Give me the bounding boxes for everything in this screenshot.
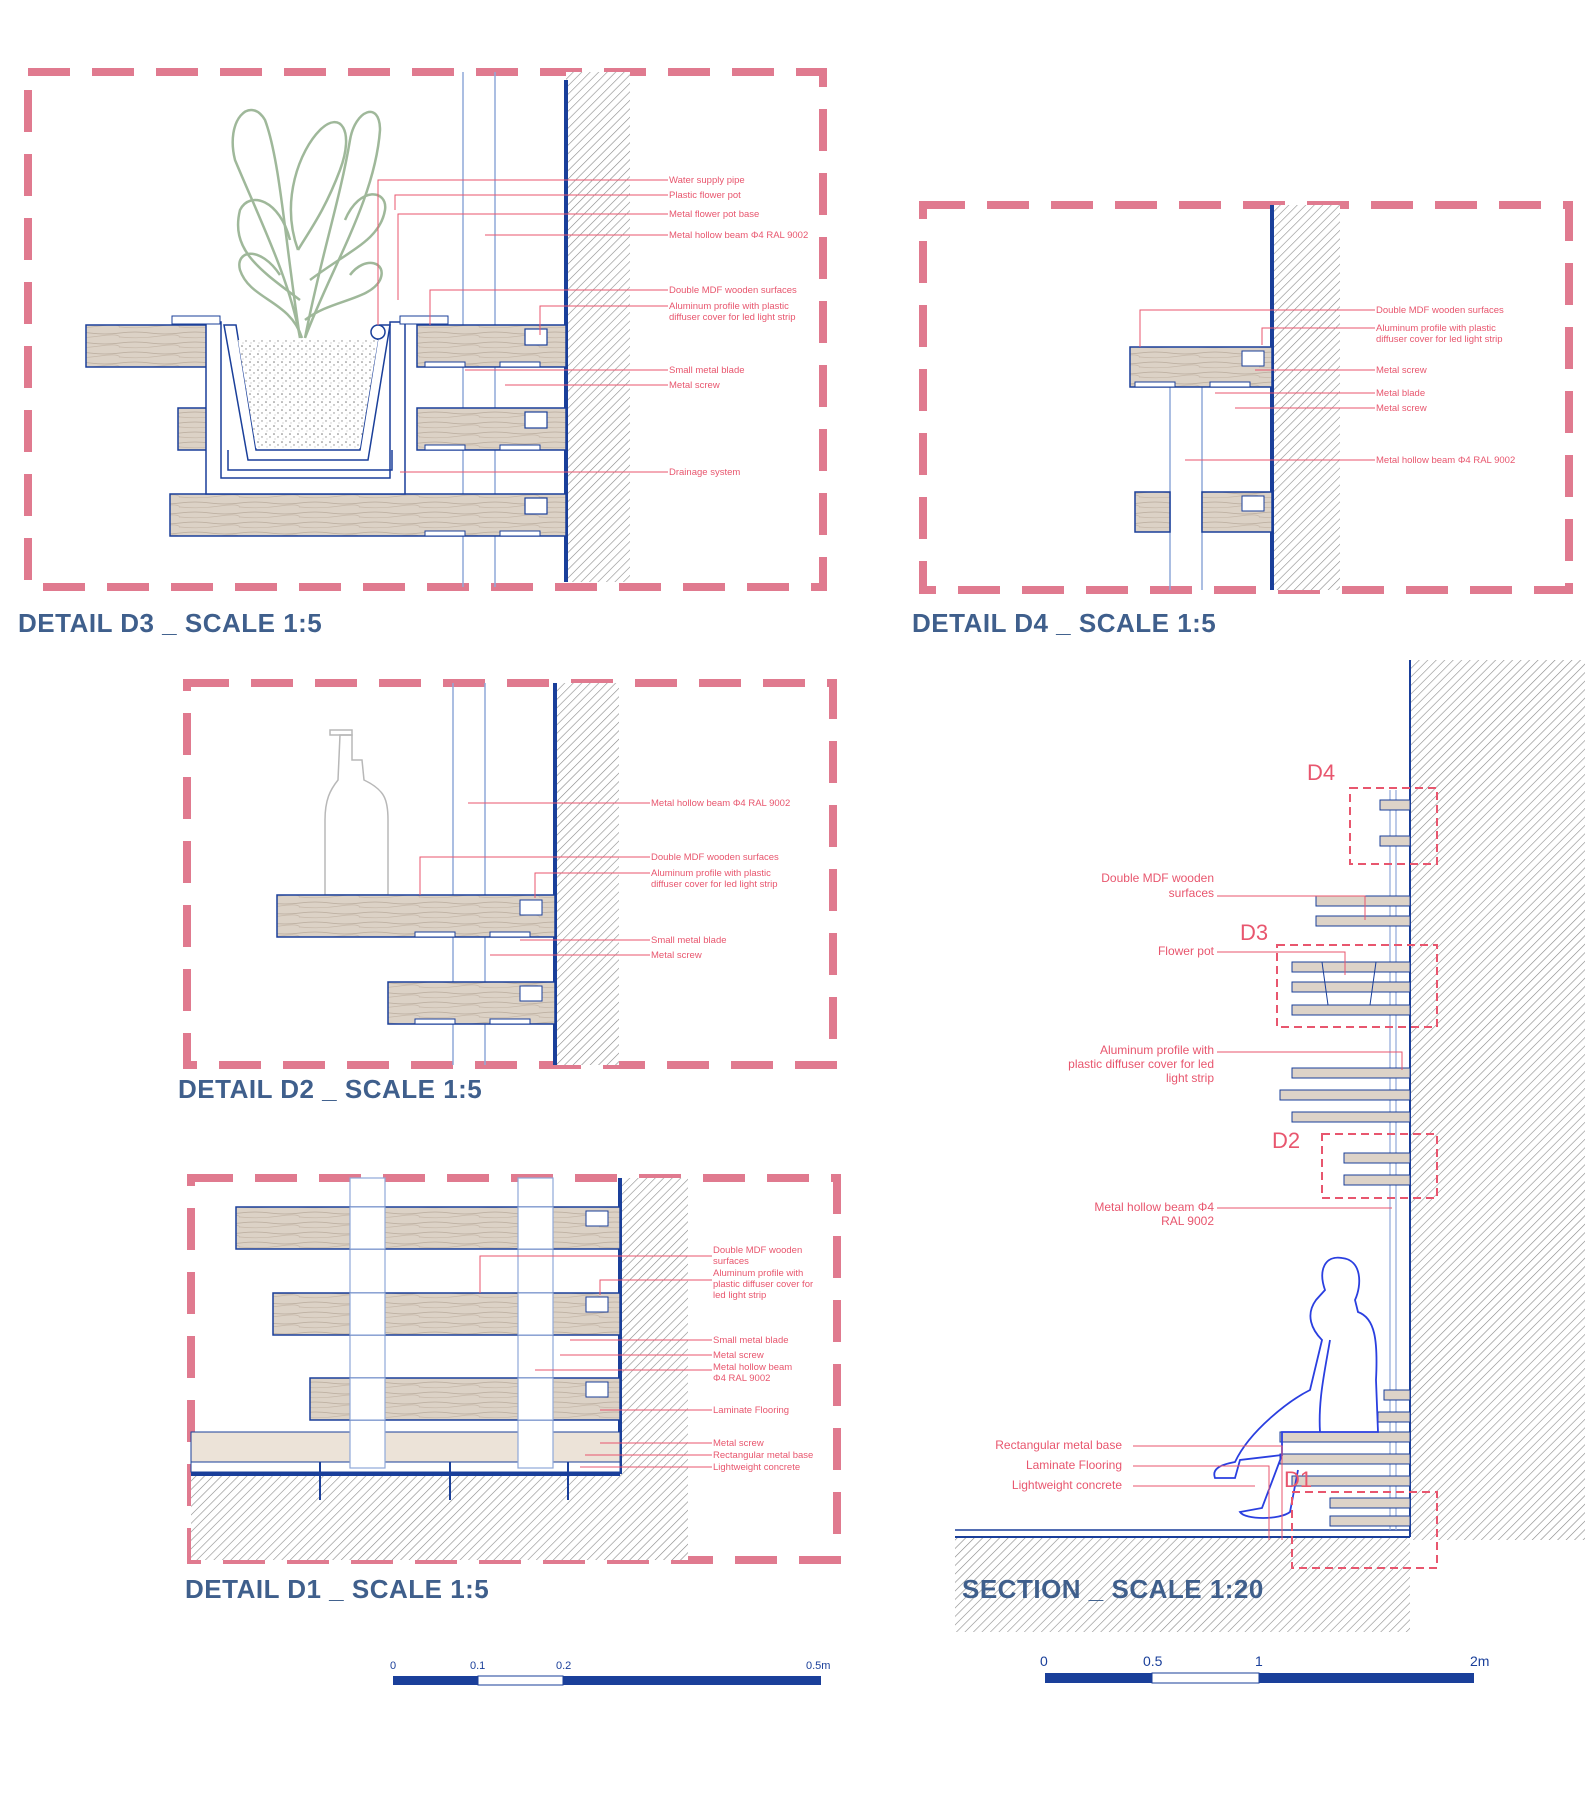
marker-d2: D2 (1272, 1128, 1300, 1153)
section-label: Laminate Flooring (1026, 1458, 1122, 1472)
d1-label: led light strip (713, 1290, 766, 1301)
d1-label: Laminate Flooring (713, 1405, 789, 1416)
d1-label: Metal hollow beam (713, 1362, 792, 1373)
d1-label: Metal screw (713, 1438, 764, 1449)
scale-tick: 2m (1470, 1653, 1489, 1669)
section-label: Rectangular metal base (995, 1438, 1122, 1452)
d3-label: Aluminum profile with plastic (669, 301, 789, 312)
d2-shelf-top (276, 894, 556, 938)
d3-shelf-top-left (85, 324, 217, 368)
marker-d3: D3 (1240, 920, 1268, 945)
detail-d3: Water supply pipe Plastic flower pot Met… (24, 68, 827, 591)
section-drawing: D4 D3 D2 D1 Double MDF wooden surfaces F… (955, 660, 1585, 1632)
d1-label: Φ4 RAL 9002 (713, 1373, 770, 1384)
d3-label: Metal hollow beam Φ4 RAL 9002 (669, 230, 808, 241)
d2-frame (183, 679, 837, 1069)
marker-d4: D4 (1307, 760, 1335, 785)
d4-label: diffuser cover for led light strip (1376, 334, 1503, 345)
d1-label: Lightweight concrete (713, 1462, 800, 1473)
detail-d1: Double MDF wooden surfaces Aluminum prof… (187, 1174, 841, 1564)
section-label: Flower pot (1158, 944, 1215, 958)
scale-tick: 0.2 (556, 1660, 571, 1672)
d4-label: Aluminum profile with plastic (1376, 323, 1496, 334)
plant-icon (231, 108, 387, 339)
section-flower-pot-icon (1321, 961, 1377, 1006)
d4-label: Metal screw (1376, 403, 1427, 414)
d2-title: DETAIL D2 _ SCALE 1:5 (178, 1074, 483, 1104)
d1-label: Aluminum profile with (713, 1268, 803, 1279)
marker-box-d2 (1321, 1133, 1438, 1199)
scale-tick: 0.5 (1143, 1653, 1163, 1669)
d1-label: Double MDF wooden (713, 1245, 802, 1256)
d3-label: Double MDF wooden surfaces (669, 285, 797, 296)
section-label: Metal hollow beam Φ4 (1094, 1200, 1214, 1214)
scale-tick: 0.1 (470, 1660, 485, 1672)
marker-box-d1 (1291, 1491, 1438, 1569)
d1-label: plastic diffuser cover for (713, 1279, 813, 1290)
marker-d1: D1 (1284, 1467, 1312, 1492)
d4-label: Metal screw (1376, 365, 1427, 376)
d4-shelf-bottom-left (1134, 491, 1171, 533)
section-label: Lightweight concrete (1012, 1478, 1122, 1492)
d2-label: Small metal blade (651, 935, 727, 946)
d3-label: Metal screw (669, 380, 720, 391)
section-label: plastic diffuser cover for led (1068, 1057, 1214, 1071)
scale-bar-detail: 0 0.1 0.2 0.5m (390, 1660, 830, 1686)
d2-label: diffuser cover for led light strip (651, 879, 778, 890)
d3-pot-base (205, 321, 406, 495)
marker-box-d4 (1349, 787, 1438, 865)
scale-tick: 0.5m (806, 1660, 830, 1672)
d1-title: DETAIL D1 _ SCALE 1:5 (185, 1574, 490, 1604)
scale-tick: 0 (1040, 1653, 1048, 1669)
section-title: SECTION _ SCALE 1:20 (962, 1574, 1264, 1604)
d3-label: Small metal blade (669, 365, 745, 376)
d4-label: Double MDF wooden surfaces (1376, 305, 1504, 316)
section-label: Aluminum profile with (1100, 1043, 1214, 1057)
d3-label: Drainage system (669, 467, 740, 478)
scale-tick: 1 (1255, 1653, 1263, 1669)
section-label: RAL 9002 (1161, 1214, 1214, 1228)
d3-label: Water supply pipe (669, 175, 745, 186)
d1-shelf-1 (235, 1206, 621, 1250)
d1-shelf-2 (272, 1292, 621, 1336)
d1-flooring (190, 1431, 621, 1463)
d2-label: Double MDF wooden surfaces (651, 852, 779, 863)
marker-box-d3 (1276, 944, 1438, 1028)
section-label: surfaces (1169, 886, 1214, 900)
scale-tick: 0 (390, 1660, 396, 1672)
d4-label: Metal blade (1376, 388, 1425, 399)
d4-frame (919, 201, 1573, 594)
d3-wall (566, 72, 630, 582)
d1-label: Metal screw (713, 1350, 764, 1361)
scale-bar-section: 0 0.5 1 2m (1040, 1653, 1489, 1684)
detail-d4: Double MDF wooden surfaces Aluminum prof… (919, 201, 1573, 594)
d3-shelf-bottom (169, 493, 567, 537)
section-wall (1410, 660, 1585, 1540)
d3-label: Plastic flower pot (669, 190, 741, 201)
d4-title: DETAIL D4 _ SCALE 1:5 (912, 608, 1217, 638)
section-ground (955, 1537, 1410, 1632)
d4-label: Metal hollow beam Φ4 RAL 9002 (1376, 455, 1515, 466)
d1-ground (191, 1474, 687, 1560)
soap-bottle-icon (324, 729, 389, 896)
d2-label: Aluminum profile with plastic (651, 868, 771, 879)
section-label: Double MDF wooden (1101, 871, 1214, 885)
d1-label: Rectangular metal base (713, 1450, 813, 1461)
d1-label: Small metal blade (713, 1335, 789, 1346)
d2-label: Metal hollow beam Φ4 RAL 9002 (651, 798, 790, 809)
d2-label: Metal screw (651, 950, 702, 961)
seated-person-icon (1213, 1256, 1379, 1519)
d2-wall (555, 683, 619, 1065)
d3-label: Metal flower pot base (669, 209, 759, 220)
d3-title: DETAIL D3 _ SCALE 1:5 (18, 608, 323, 638)
detail-d2: Metal hollow beam Φ4 RAL 9002 Double MDF… (183, 679, 837, 1069)
d1-label: surfaces (713, 1256, 749, 1267)
section-label: light strip (1166, 1071, 1214, 1085)
d3-frame (24, 68, 827, 591)
d3-label: diffuser cover for led light strip (669, 312, 796, 323)
d4-wall (1272, 205, 1340, 590)
